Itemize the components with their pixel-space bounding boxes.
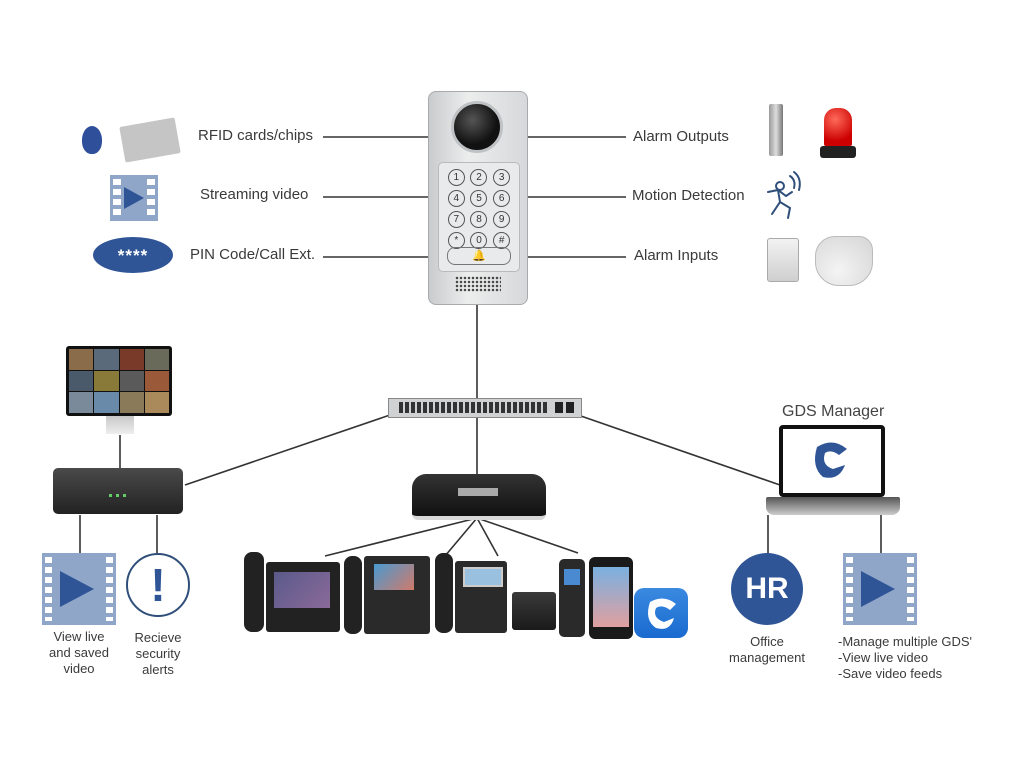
feature-label-rfid: RFID cards/chips bbox=[198, 127, 314, 144]
caption-view-video: View live and saved video bbox=[49, 629, 109, 676]
wire-switch-nvr bbox=[184, 414, 391, 486]
laptop-device bbox=[779, 425, 885, 497]
keypad-key[interactable]: 2 bbox=[470, 169, 488, 186]
caption-manage-gds: -Manage multiple GDS' -View live video -… bbox=[838, 634, 972, 681]
motion-sensor-icon bbox=[815, 236, 873, 286]
video-play-icon bbox=[843, 553, 917, 625]
feature-label-alarm-inputs: Alarm Inputs bbox=[634, 247, 719, 264]
video-play-icon bbox=[42, 553, 116, 625]
monitor-display bbox=[66, 346, 172, 416]
keypad-key[interactable]: 9 bbox=[493, 211, 511, 228]
grandstream-logo-icon bbox=[815, 442, 847, 478]
dect-handset-device bbox=[559, 559, 585, 637]
keypad-key[interactable]: 6 bbox=[493, 190, 511, 207]
pin-badge-text: **** bbox=[117, 246, 149, 265]
wire-switch-laptop bbox=[577, 414, 781, 486]
keypad-key[interactable]: 8 bbox=[470, 211, 488, 228]
video-play-icon bbox=[110, 175, 158, 221]
motion-running-icon bbox=[767, 171, 801, 219]
caption-security-alerts: Recieve security alerts bbox=[134, 630, 182, 677]
feature-label-alarm-outputs: Alarm Outputs bbox=[633, 128, 729, 145]
keypad-key[interactable]: 3 bbox=[493, 169, 511, 186]
feature-label-motion: Motion Detection bbox=[632, 187, 745, 204]
keypad-key[interactable]: 4 bbox=[447, 190, 465, 207]
monitor-stand bbox=[106, 416, 134, 434]
desk-phone-device bbox=[435, 553, 507, 633]
video-phone-device bbox=[244, 552, 340, 632]
grandstream-app-icon bbox=[634, 588, 688, 638]
speaker-grille bbox=[455, 276, 501, 292]
gds-manager-title: GDS Manager bbox=[782, 403, 885, 420]
keypad-key[interactable]: * bbox=[447, 232, 465, 249]
pir-sensor-icon bbox=[767, 238, 799, 282]
hr-icon: HR bbox=[731, 553, 803, 625]
camera-lens-icon bbox=[451, 101, 503, 153]
bell-icon: 🔔 bbox=[472, 250, 486, 262]
pin-code-icon: **** bbox=[93, 237, 173, 273]
keypad-key[interactable]: 1 bbox=[447, 169, 465, 186]
call-button[interactable]: 🔔 bbox=[447, 247, 511, 265]
smartphone-device bbox=[589, 557, 633, 639]
rfid-fob-icon bbox=[82, 126, 102, 154]
feature-label-pin: PIN Code/Call Ext. bbox=[190, 246, 316, 263]
ip-pbx-device bbox=[412, 474, 546, 520]
keypad-key[interactable]: # bbox=[493, 232, 511, 249]
network-switch-device bbox=[388, 398, 582, 418]
wire-pbx-phone3 bbox=[476, 517, 499, 557]
caption-office-management: Office management bbox=[729, 634, 805, 665]
wire-pbx-phone4 bbox=[476, 517, 579, 554]
laptop-base bbox=[766, 497, 900, 515]
alert-icon: ! bbox=[126, 553, 190, 617]
nvr-device bbox=[53, 468, 183, 514]
keypad-key[interactable]: 5 bbox=[470, 190, 488, 207]
keypad-key[interactable]: 7 bbox=[447, 211, 465, 228]
door-strike-icon bbox=[769, 104, 783, 156]
wire-pbx-phone1 bbox=[324, 517, 478, 557]
wire-pbx-phone2 bbox=[444, 517, 478, 557]
keypad-key[interactable]: 0 bbox=[470, 232, 488, 249]
dect-base-device bbox=[512, 592, 556, 630]
desk-phone-large-device bbox=[344, 556, 430, 634]
feature-label-streaming: Streaming video bbox=[200, 186, 309, 203]
